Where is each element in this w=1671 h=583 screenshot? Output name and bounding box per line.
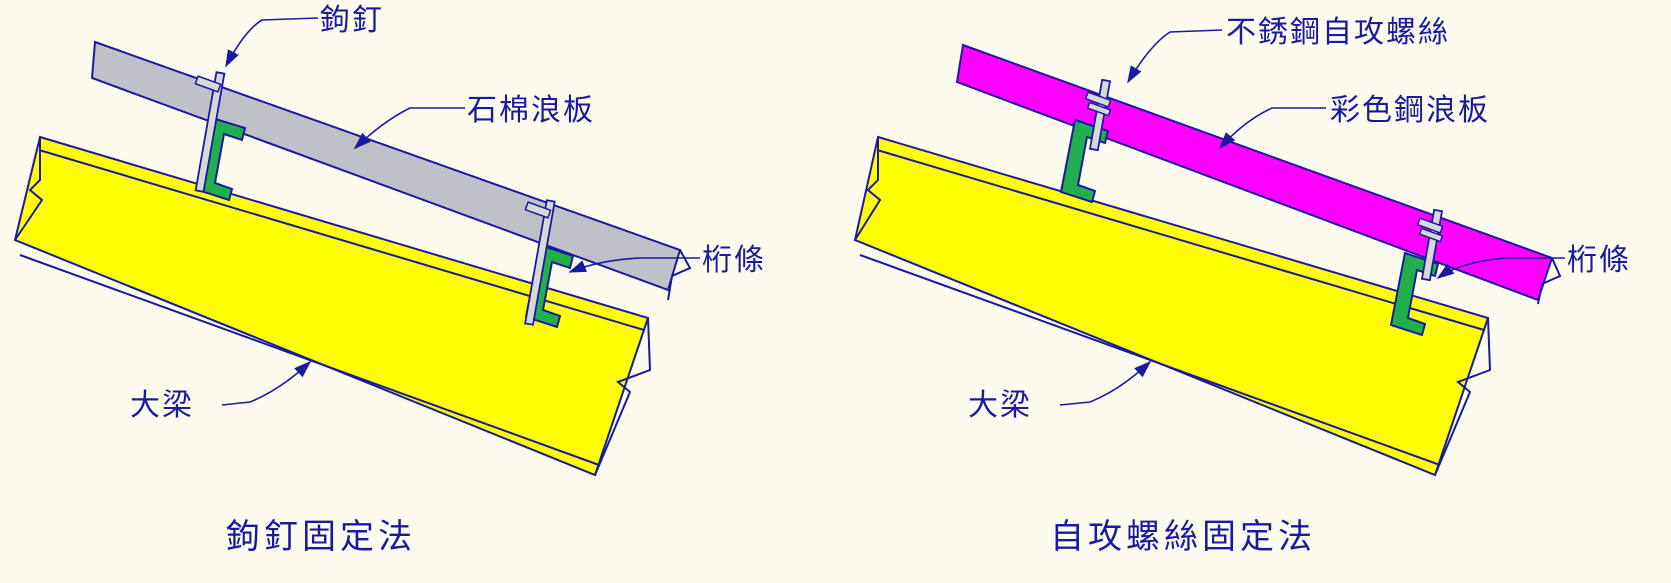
left-leader-nail <box>225 17 319 68</box>
left-label-nail: 鉤釘 <box>320 3 384 38</box>
left-hook-nail-2 <box>524 199 556 326</box>
right-beam-top-flange <box>876 149 1485 331</box>
left-caption: 鉤釘固定法 <box>226 517 416 557</box>
right-panel-break-right <box>1537 257 1562 305</box>
right-caption: 自攻螺絲固定法 <box>1050 517 1316 557</box>
left-panel-break-right <box>667 249 692 301</box>
right-beam-break-left <box>854 137 882 241</box>
right-purlin-1 <box>1059 118 1110 204</box>
left-beam-break-right <box>594 317 652 476</box>
right-leader-beam <box>1059 360 1152 406</box>
left-label-purlin: 桁條 <box>702 243 766 278</box>
right-beam-break-right <box>1434 317 1492 476</box>
left-beam-bottom-flange <box>19 254 600 466</box>
left-leader-purlin <box>568 257 700 273</box>
right-label-beam: 大梁 <box>968 388 1032 423</box>
left-detail: 鉤釘 石棉浪板 桁條 大梁 鉤釘固定法 <box>13 3 766 557</box>
left-label-beam: 大梁 <box>130 388 194 423</box>
right-main-beam <box>853 135 1490 477</box>
left-label-panel: 石棉浪板 <box>467 93 595 128</box>
right-label-panel: 彩色鋼浪板 <box>1330 93 1490 128</box>
left-main-beam <box>13 135 650 477</box>
right-label-screw: 不銹鋼自攻螺絲 <box>1226 15 1450 50</box>
left-leader-beam <box>221 360 312 406</box>
right-leader-screw <box>1127 29 1223 84</box>
left-beam-break-left <box>14 137 44 241</box>
left-asbestos-panel <box>90 40 682 292</box>
right-screw-1 <box>1084 78 1112 152</box>
right-detail: 不銹鋼自攻螺絲 彩色鋼浪板 桁條 大梁 自攻螺絲固定法 <box>853 15 1631 557</box>
right-leader-panel <box>1218 107 1326 150</box>
left-hook-nail-1 <box>194 71 226 193</box>
right-screw-2 <box>1416 208 1444 282</box>
right-label-purlin: 桁條 <box>1567 243 1631 278</box>
right-beam-bottom-flange <box>859 254 1441 466</box>
right-leader-purlin <box>1436 257 1565 280</box>
left-leader-panel <box>353 107 465 150</box>
